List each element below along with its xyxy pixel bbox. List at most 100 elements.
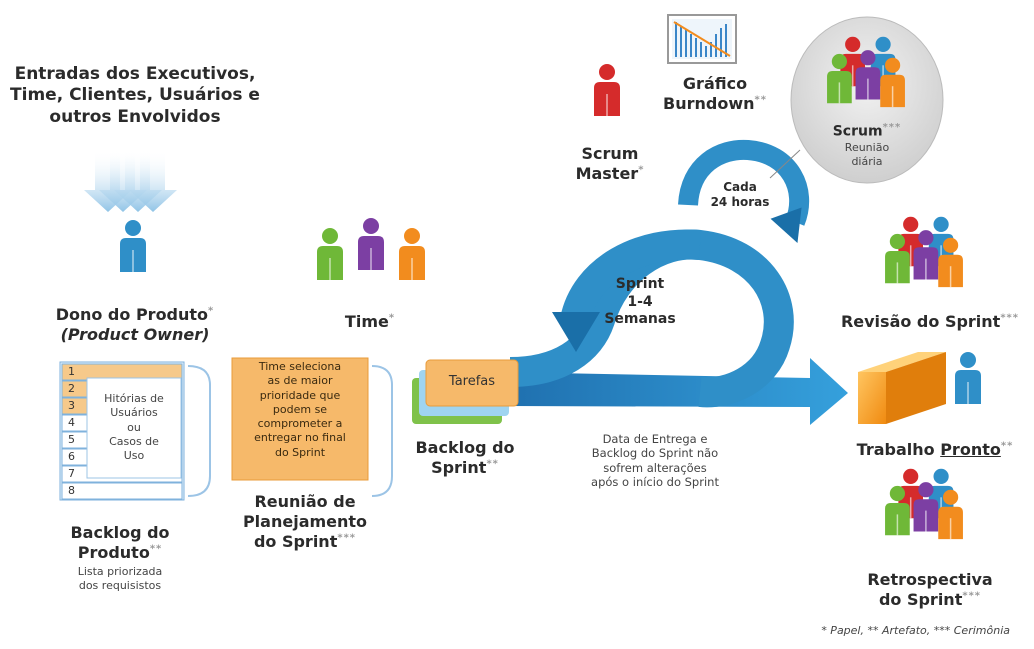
- delivery-note-line: Data de Entrega e: [602, 432, 708, 446]
- input-arrows: [84, 150, 177, 212]
- burndown-label: Gráfico Burndown**: [655, 74, 775, 114]
- scrum-master-person-icon: [594, 64, 620, 116]
- backlog-row-number: 2: [68, 382, 75, 395]
- backlog-inner-text: Hitórias de Usuários ou Casos de Uso: [87, 392, 181, 463]
- sprint-cycle-line: Sprint: [615, 276, 665, 292]
- retro-person-icon: [938, 489, 963, 540]
- sprint-review-label: Revisão do Sprint***: [830, 312, 1030, 332]
- sprint-backlog-title: Backlog do Sprint**: [405, 438, 525, 478]
- done-label: Trabalho Pronto**: [840, 440, 1030, 460]
- daily-scrum-mark: ***: [882, 122, 902, 133]
- daily-scrum-person-icon: [827, 53, 852, 104]
- owner-label: Dono do Produto* (Product Owner): [35, 305, 235, 345]
- done-box: [858, 352, 946, 424]
- backlog-inner-line: ou: [127, 420, 141, 434]
- delivery-note: Data de Entrega e Backlog do Sprint não …: [560, 432, 750, 490]
- delivery-note-line: após o início do Sprint: [591, 475, 719, 490]
- owner-title: Dono do Produto: [55, 305, 209, 324]
- daily-scrum-title: Scrum: [832, 123, 883, 140]
- backlog-row-number: 5: [68, 433, 75, 446]
- planning-note-line: prioridade que: [259, 388, 341, 402]
- scrum-master-label: Scrum Master*: [560, 144, 660, 184]
- scrum-master-mark: *: [638, 164, 645, 176]
- inputs-text: Entradas dos Executivos, Time, Clientes,…: [0, 64, 270, 128]
- product-backlog-desc-line: dos requisistos: [78, 578, 162, 592]
- delivery-note-line: Backlog do Sprint não: [591, 446, 719, 461]
- backlog-row-number: 4: [68, 416, 75, 429]
- product-backlog-mark: **: [149, 543, 163, 555]
- done-person-icon: [955, 352, 981, 404]
- team-label: Time*: [320, 312, 420, 332]
- sprint-review-person-icon: [885, 233, 910, 284]
- team-person-icon: [317, 228, 343, 280]
- owner-mark: *: [208, 305, 215, 317]
- product-backlog-title-line: Produto: [77, 543, 150, 562]
- planning-note-line: podem se: [272, 402, 328, 416]
- delivery-note-line: sofrem alterações: [603, 460, 707, 475]
- planning-note: [231, 357, 369, 481]
- retro-label: Retrospectiva do Sprint***: [840, 570, 1020, 610]
- sprint-loop: [509, 229, 794, 408]
- daily-scrum-sub: Reunião: [844, 141, 890, 155]
- planning-note-line: as de maior: [267, 374, 333, 388]
- team-person-icon: [358, 218, 384, 270]
- sprint-cycle-line: Semanas: [604, 311, 676, 327]
- planning-note-line: Time seleciona: [258, 360, 342, 373]
- backlog-row-number: 3: [68, 399, 75, 412]
- backlog-row-number: 1: [68, 365, 75, 378]
- sprint-backlog-cards: [412, 359, 519, 424]
- scrum-master-line: Scrum: [581, 144, 639, 163]
- daily-cycle-label: Cada 24 horas: [700, 180, 780, 210]
- burndown-line: Burndown: [663, 94, 755, 113]
- scrum-master-line: Master: [575, 164, 639, 183]
- backlog-row-number: 8: [68, 484, 75, 497]
- inputs-line: Entradas dos Executivos,: [14, 64, 256, 84]
- backlog-inner-line: Hitórias de: [104, 392, 164, 405]
- retro-mark: ***: [962, 590, 982, 602]
- owner-subtitle: (Product Owner): [60, 325, 210, 344]
- backlog-row: [61, 482, 183, 500]
- planning-note-line: do Sprint: [274, 445, 326, 459]
- product-backlog-list: [59, 361, 211, 501]
- planning-title: Reunião de Planejamento do Sprint***: [225, 492, 385, 552]
- team-person-icon: [399, 228, 425, 280]
- sprint-review-title: Revisão do Sprint: [840, 312, 1001, 331]
- retro-title-line: Retrospectiva: [867, 570, 993, 589]
- planning-title-line: do Sprint: [253, 532, 338, 551]
- sprint-cycle-line: 1-4: [627, 293, 653, 310]
- burndown-mark: **: [754, 94, 767, 106]
- sprint-backlog-title-line: Backlog do: [415, 438, 515, 457]
- sprint-backlog-mark: **: [486, 458, 499, 470]
- inputs-line: outros Envolvidos: [49, 106, 221, 127]
- main-flow-arrow: [500, 358, 848, 425]
- backlog-inner-line: Usuários: [110, 406, 158, 420]
- daily-cycle-line: 24 horas: [710, 195, 770, 209]
- backlog-row-number: 6: [68, 450, 75, 463]
- backlog-row-number: 7: [68, 467, 75, 480]
- product-owner-person-icon: [120, 220, 146, 272]
- tasks-card-label: Tarefas: [448, 374, 496, 389]
- done-title: Trabalho: [856, 440, 941, 459]
- team-mark: *: [388, 312, 396, 324]
- legend: * Papel, ** Artefato, *** Cerimônia: [821, 624, 1010, 637]
- daily-loop: [678, 139, 810, 244]
- burndown-line: Gráfico: [682, 74, 748, 93]
- backlog-inner-line: Casos de: [109, 434, 159, 448]
- backlog-inner-line: Uso: [123, 449, 145, 463]
- planning-note-line: comprometer a: [257, 417, 343, 431]
- planning-title-line: Reunião de: [254, 492, 356, 511]
- daily-scrum-label: Scrum*** Reunião diária: [807, 122, 927, 169]
- inputs-line: Time, Clientes, Usuários e: [10, 85, 260, 106]
- planning-note-line: entregar no final: [254, 431, 346, 445]
- sprint-cycle-label: Sprint 1-4 Semanas: [600, 276, 680, 329]
- product-backlog-desc: Lista priorizada dos requisistos: [50, 565, 190, 593]
- done-mark: **: [1000, 440, 1014, 452]
- planning-title-line: Planejamento: [242, 512, 368, 531]
- retro-person-icon: [913, 482, 939, 532]
- done-title-emph: Pronto: [940, 440, 1001, 459]
- daily-scrum-person-icon: [880, 57, 905, 108]
- sprint-backlog-title-line: Sprint: [431, 458, 487, 477]
- retro-title-line: do Sprint: [878, 590, 963, 609]
- daily-cycle-line: Cada: [723, 180, 757, 194]
